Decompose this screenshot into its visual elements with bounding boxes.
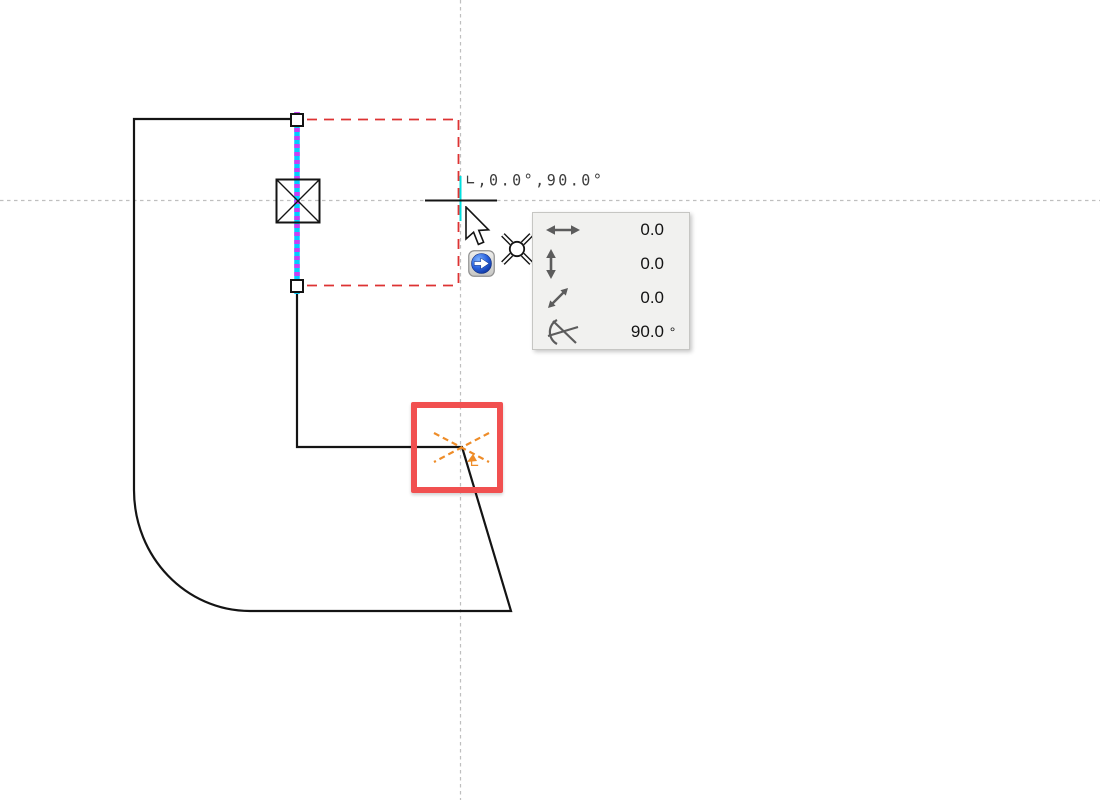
tracker-row-angle: 90.0 ° — [533, 315, 689, 349]
snap-angle-glyph: ∟ — [470, 454, 481, 472]
snap-highlight-square — [411, 402, 503, 493]
cursor-coordinate-readout: ∟,0.0°,90.0° — [466, 170, 605, 190]
node-handle-top[interactable] — [290, 113, 304, 127]
angle-icon — [545, 317, 587, 347]
tracker-row-horizontal: 0.0 — [533, 213, 689, 247]
tracker-value-horizontal[interactable]: 0.0 — [640, 220, 664, 239]
tracker-value-distance[interactable]: 0.0 — [640, 288, 664, 307]
intersection-node-icon — [501, 233, 533, 265]
arrow-cursor-icon — [465, 206, 491, 246]
tracker-value-vertical[interactable]: 0.0 — [640, 254, 664, 273]
tracker-angle-unit: ° — [669, 324, 676, 340]
horizontal-distance-icon — [545, 224, 587, 236]
tracker-row-vertical: 0.0 — [533, 247, 689, 281]
tracker-value-angle[interactable]: 90.0 — [630, 322, 664, 341]
edge-midpoint-marker[interactable] — [275, 178, 321, 224]
diagonal-distance-icon — [545, 285, 587, 311]
node-handle-bottom[interactable] — [290, 279, 304, 293]
snap-point-x-icon — [433, 432, 490, 463]
polyline-shape[interactable] — [132, 117, 513, 613]
drag-ghost-outline — [307, 118, 460, 287]
vertical-distance-icon — [545, 248, 587, 280]
tracker-palette: 0.0 0.0 0.0 — [532, 212, 690, 350]
tracker-enter-icon[interactable] — [468, 250, 495, 277]
tracker-row-distance: 0.0 — [533, 281, 689, 315]
